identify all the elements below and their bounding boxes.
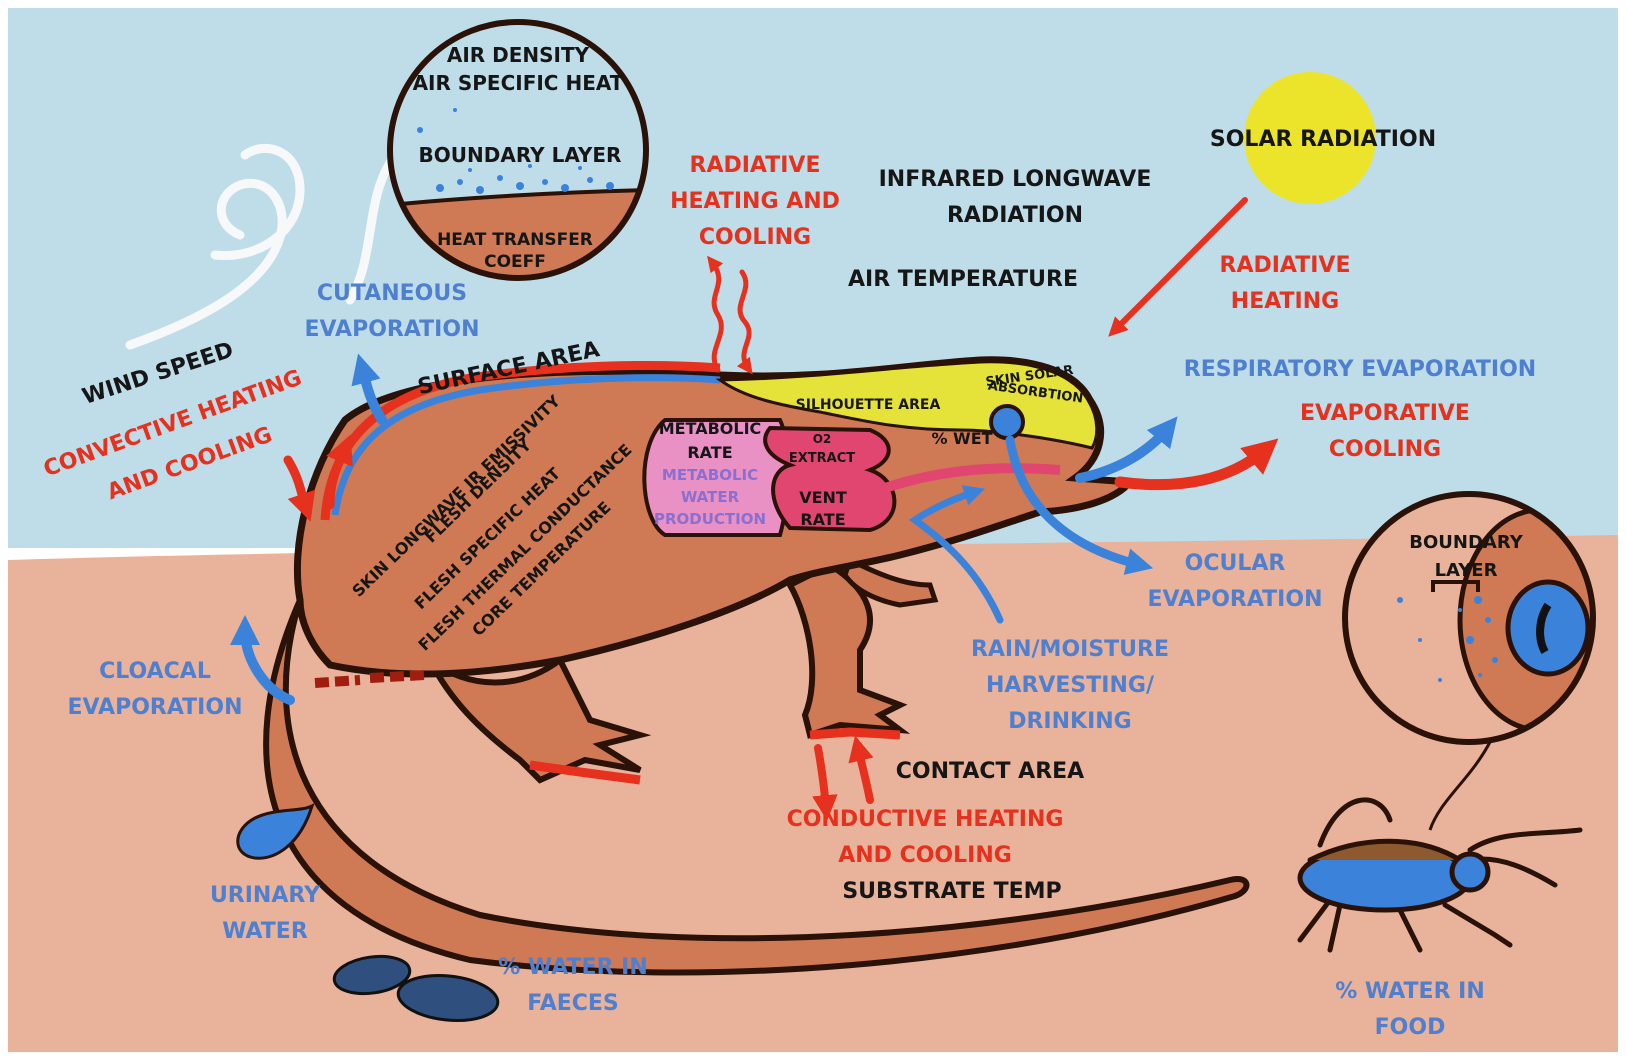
food-label-1: % WATER IN: [1335, 979, 1485, 1004]
heat-transfer-coeff-label: COEFF: [484, 252, 546, 272]
air-temperature-label: AIR TEMPERATURE: [848, 267, 1078, 292]
metabolic-water-label-1: METABOLIC: [662, 466, 758, 484]
respiratory-label: RESPIRATORY EVAPORATION: [1184, 357, 1536, 382]
radiative-heating-label-1: RADIATIVE: [1220, 253, 1351, 278]
substrate-temp-label: SUBSTRATE TEMP: [842, 879, 1061, 904]
evaporative-cooling-label-2: COOLING: [1329, 437, 1441, 462]
heat-transfer-label: HEAT TRANSFER: [437, 230, 593, 250]
contact-area-label: CONTACT AREA: [896, 759, 1084, 784]
boundary-eye-label-1: BOUNDARY: [1409, 532, 1523, 553]
rain-label-3: DRINKING: [1008, 709, 1132, 734]
cloacal-label-1: CLOACAL: [99, 659, 211, 684]
infrared-label-1: INFRARED LONGWAVE: [879, 167, 1152, 192]
lizard-eye: [991, 406, 1023, 438]
air-specific-heat-label: AIR SPECIFIC HEAT: [413, 71, 624, 95]
radiative-heating-label-2: HEATING: [1231, 289, 1339, 314]
evaporative-cooling-label-1: EVAPORATIVE: [1300, 401, 1470, 426]
silhouette-area-label: SILHOUETTE AREA: [796, 397, 941, 413]
rain-label-1: RAIN/MOISTURE: [971, 637, 1169, 662]
rain-label-2: HARVESTING/: [986, 673, 1155, 698]
air-density-label: AIR DENSITY: [447, 43, 590, 67]
infrared-label-2: RADIATION: [947, 203, 1083, 228]
vent-rate-label-2: RATE: [800, 510, 845, 529]
food-label-2: FOOD: [1375, 1015, 1446, 1040]
urinary-label-2: WATER: [222, 919, 308, 944]
faeces-label-1: % WATER IN: [498, 955, 648, 980]
solar-radiation-label: SOLAR RADIATION: [1210, 127, 1436, 152]
radiative-heating-cooling-label-1: RADIATIVE: [690, 153, 821, 178]
cutaneous-label-1: CUTANEOUS: [317, 281, 467, 306]
vent-rate-label-1: VENT: [799, 488, 847, 507]
metabolic-water-label-2: WATER: [681, 488, 740, 506]
o2-extract-label-2: EXTRACT: [789, 451, 855, 466]
ocular-label-1: OCULAR: [1185, 551, 1286, 576]
cloacal-label-2: EVAPORATION: [68, 695, 243, 720]
boundary-eye-label-2: LAYER: [1435, 560, 1498, 581]
metabolic-rate-label-2: RATE: [687, 443, 732, 462]
pct-wet-label: % WET: [931, 429, 992, 448]
metabolic-rate-label-1: METABOLIC: [659, 419, 762, 438]
cutaneous-label-2: EVAPORATION: [305, 317, 480, 342]
conductive-label-2: AND COOLING: [838, 843, 1012, 868]
metabolic-water-label-3: PRODUCTION: [654, 510, 766, 528]
o2-extract-label-1: O2: [813, 432, 832, 446]
ocular-label-2: EVAPORATION: [1148, 587, 1323, 612]
urinary-label-1: URINARY: [210, 883, 321, 908]
faeces-label-2: FAECES: [527, 991, 619, 1016]
conductive-label-1: CONDUCTIVE HEATING: [787, 807, 1064, 832]
radiative-heating-cooling-label-2: HEATING AND: [670, 189, 840, 214]
radiative-heating-cooling-label-3: COOLING: [699, 225, 811, 250]
boundary-layer-label: BOUNDARY LAYER: [419, 143, 622, 167]
front-foot-shadow: [810, 732, 900, 735]
